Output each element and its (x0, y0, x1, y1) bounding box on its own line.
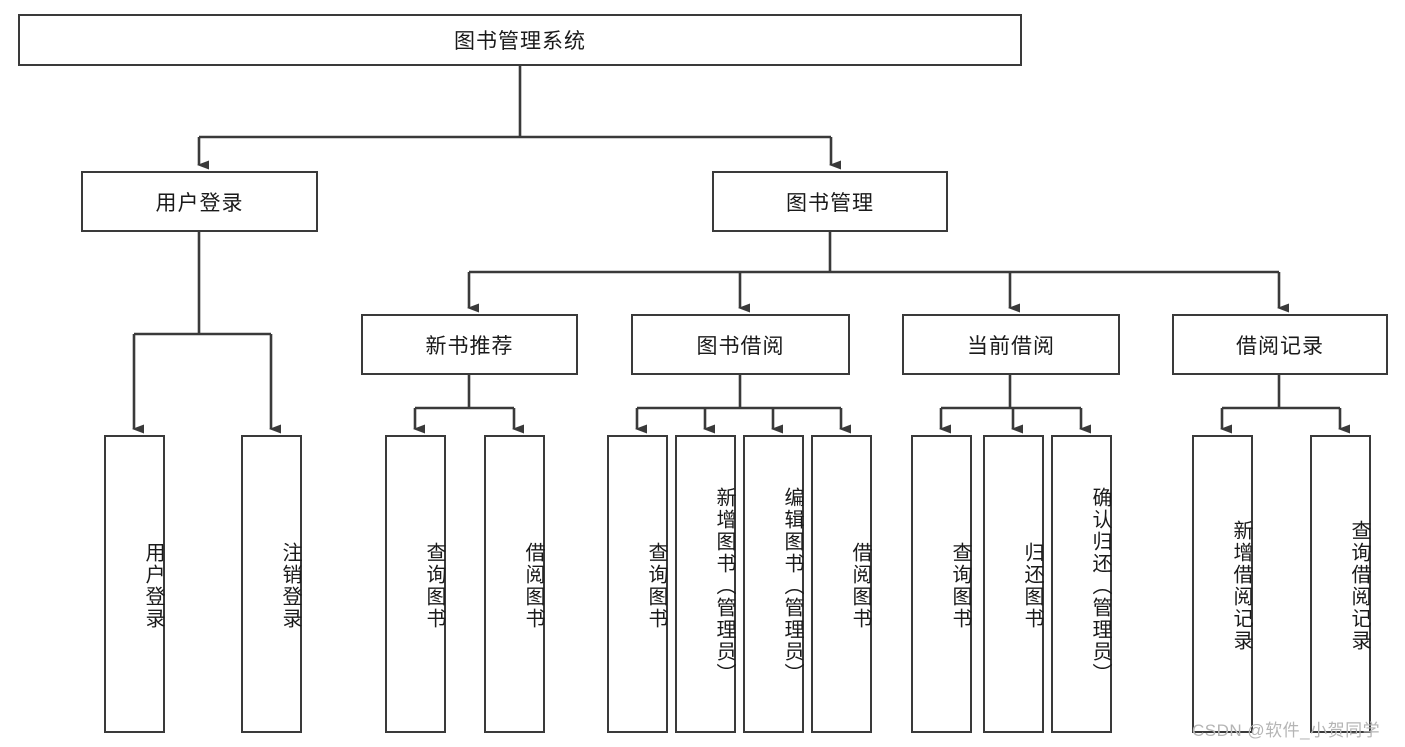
node-user-login[interactable]: 用户登录 (81, 171, 318, 232)
node-book-manage-label: 图书管理 (786, 191, 874, 215)
node-leaf-query-book-recommend[interactable]: 查询图书 (385, 435, 446, 733)
node-leaf-query-book-recommend-label: 查询图书 (423, 542, 445, 630)
node-leaf-add-borrow-record[interactable]: 新增借阅记录 (1192, 435, 1253, 733)
node-new-book-recommend-label: 新书推荐 (425, 334, 514, 358)
node-borrow-record[interactable]: 借阅记录 (1172, 314, 1388, 375)
node-leaf-query-book-current-label: 查询图书 (949, 542, 971, 630)
node-root-system[interactable]: 图书管理系统 (18, 14, 1022, 66)
node-book-borrow-label: 图书借阅 (696, 334, 785, 358)
node-leaf-add-book-admin[interactable]: 新增图书（管理员） (675, 435, 736, 733)
node-leaf-user-logout-label: 注销登录 (279, 542, 301, 630)
node-leaf-query-borrow-record[interactable]: 查询借阅记录 (1310, 435, 1371, 733)
node-leaf-edit-book-admin[interactable]: 编辑图书（管理员） (743, 435, 804, 733)
node-leaf-borrow-book-label: 借阅图书 (849, 542, 871, 630)
node-book-manage[interactable]: 图书管理 (712, 171, 948, 232)
node-current-borrow[interactable]: 当前借阅 (902, 314, 1120, 375)
watermark-text: CSDN @软件_小贺同学 (1192, 721, 1381, 740)
node-leaf-query-book-borrow[interactable]: 查询图书 (607, 435, 668, 733)
node-book-borrow[interactable]: 图书借阅 (631, 314, 850, 375)
node-root-label: 图书管理系统 (454, 30, 586, 53)
node-leaf-edit-book-admin-label: 编辑图书（管理员） (781, 487, 803, 685)
node-user-login-label: 用户登录 (155, 191, 244, 215)
node-new-book-recommend[interactable]: 新书推荐 (361, 314, 578, 375)
node-leaf-return-book[interactable]: 归还图书 (983, 435, 1044, 733)
node-leaf-borrow-book-recommend-label: 借阅图书 (522, 542, 544, 630)
node-leaf-query-borrow-record-label: 查询借阅记录 (1348, 520, 1370, 652)
node-leaf-return-book-label: 归还图书 (1021, 542, 1043, 630)
node-leaf-borrow-book[interactable]: 借阅图书 (811, 435, 872, 733)
node-borrow-record-label: 借阅记录 (1236, 334, 1324, 358)
node-leaf-query-book-current[interactable]: 查询图书 (911, 435, 972, 733)
node-leaf-confirm-return-admin-label: 确认归还（管理员） (1089, 487, 1111, 685)
node-leaf-user-login[interactable]: 用户登录 (104, 435, 165, 733)
node-leaf-confirm-return-admin[interactable]: 确认归还（管理员） (1051, 435, 1112, 733)
node-leaf-add-book-admin-label: 新增图书（管理员） (713, 487, 735, 685)
node-current-borrow-label: 当前借阅 (967, 334, 1055, 358)
node-leaf-add-borrow-record-label: 新增借阅记录 (1230, 520, 1252, 652)
node-leaf-user-logout[interactable]: 注销登录 (241, 435, 302, 733)
node-leaf-query-book-borrow-label: 查询图书 (645, 542, 667, 630)
node-leaf-user-login-label: 用户登录 (142, 542, 164, 630)
node-leaf-borrow-book-recommend[interactable]: 借阅图书 (484, 435, 545, 733)
